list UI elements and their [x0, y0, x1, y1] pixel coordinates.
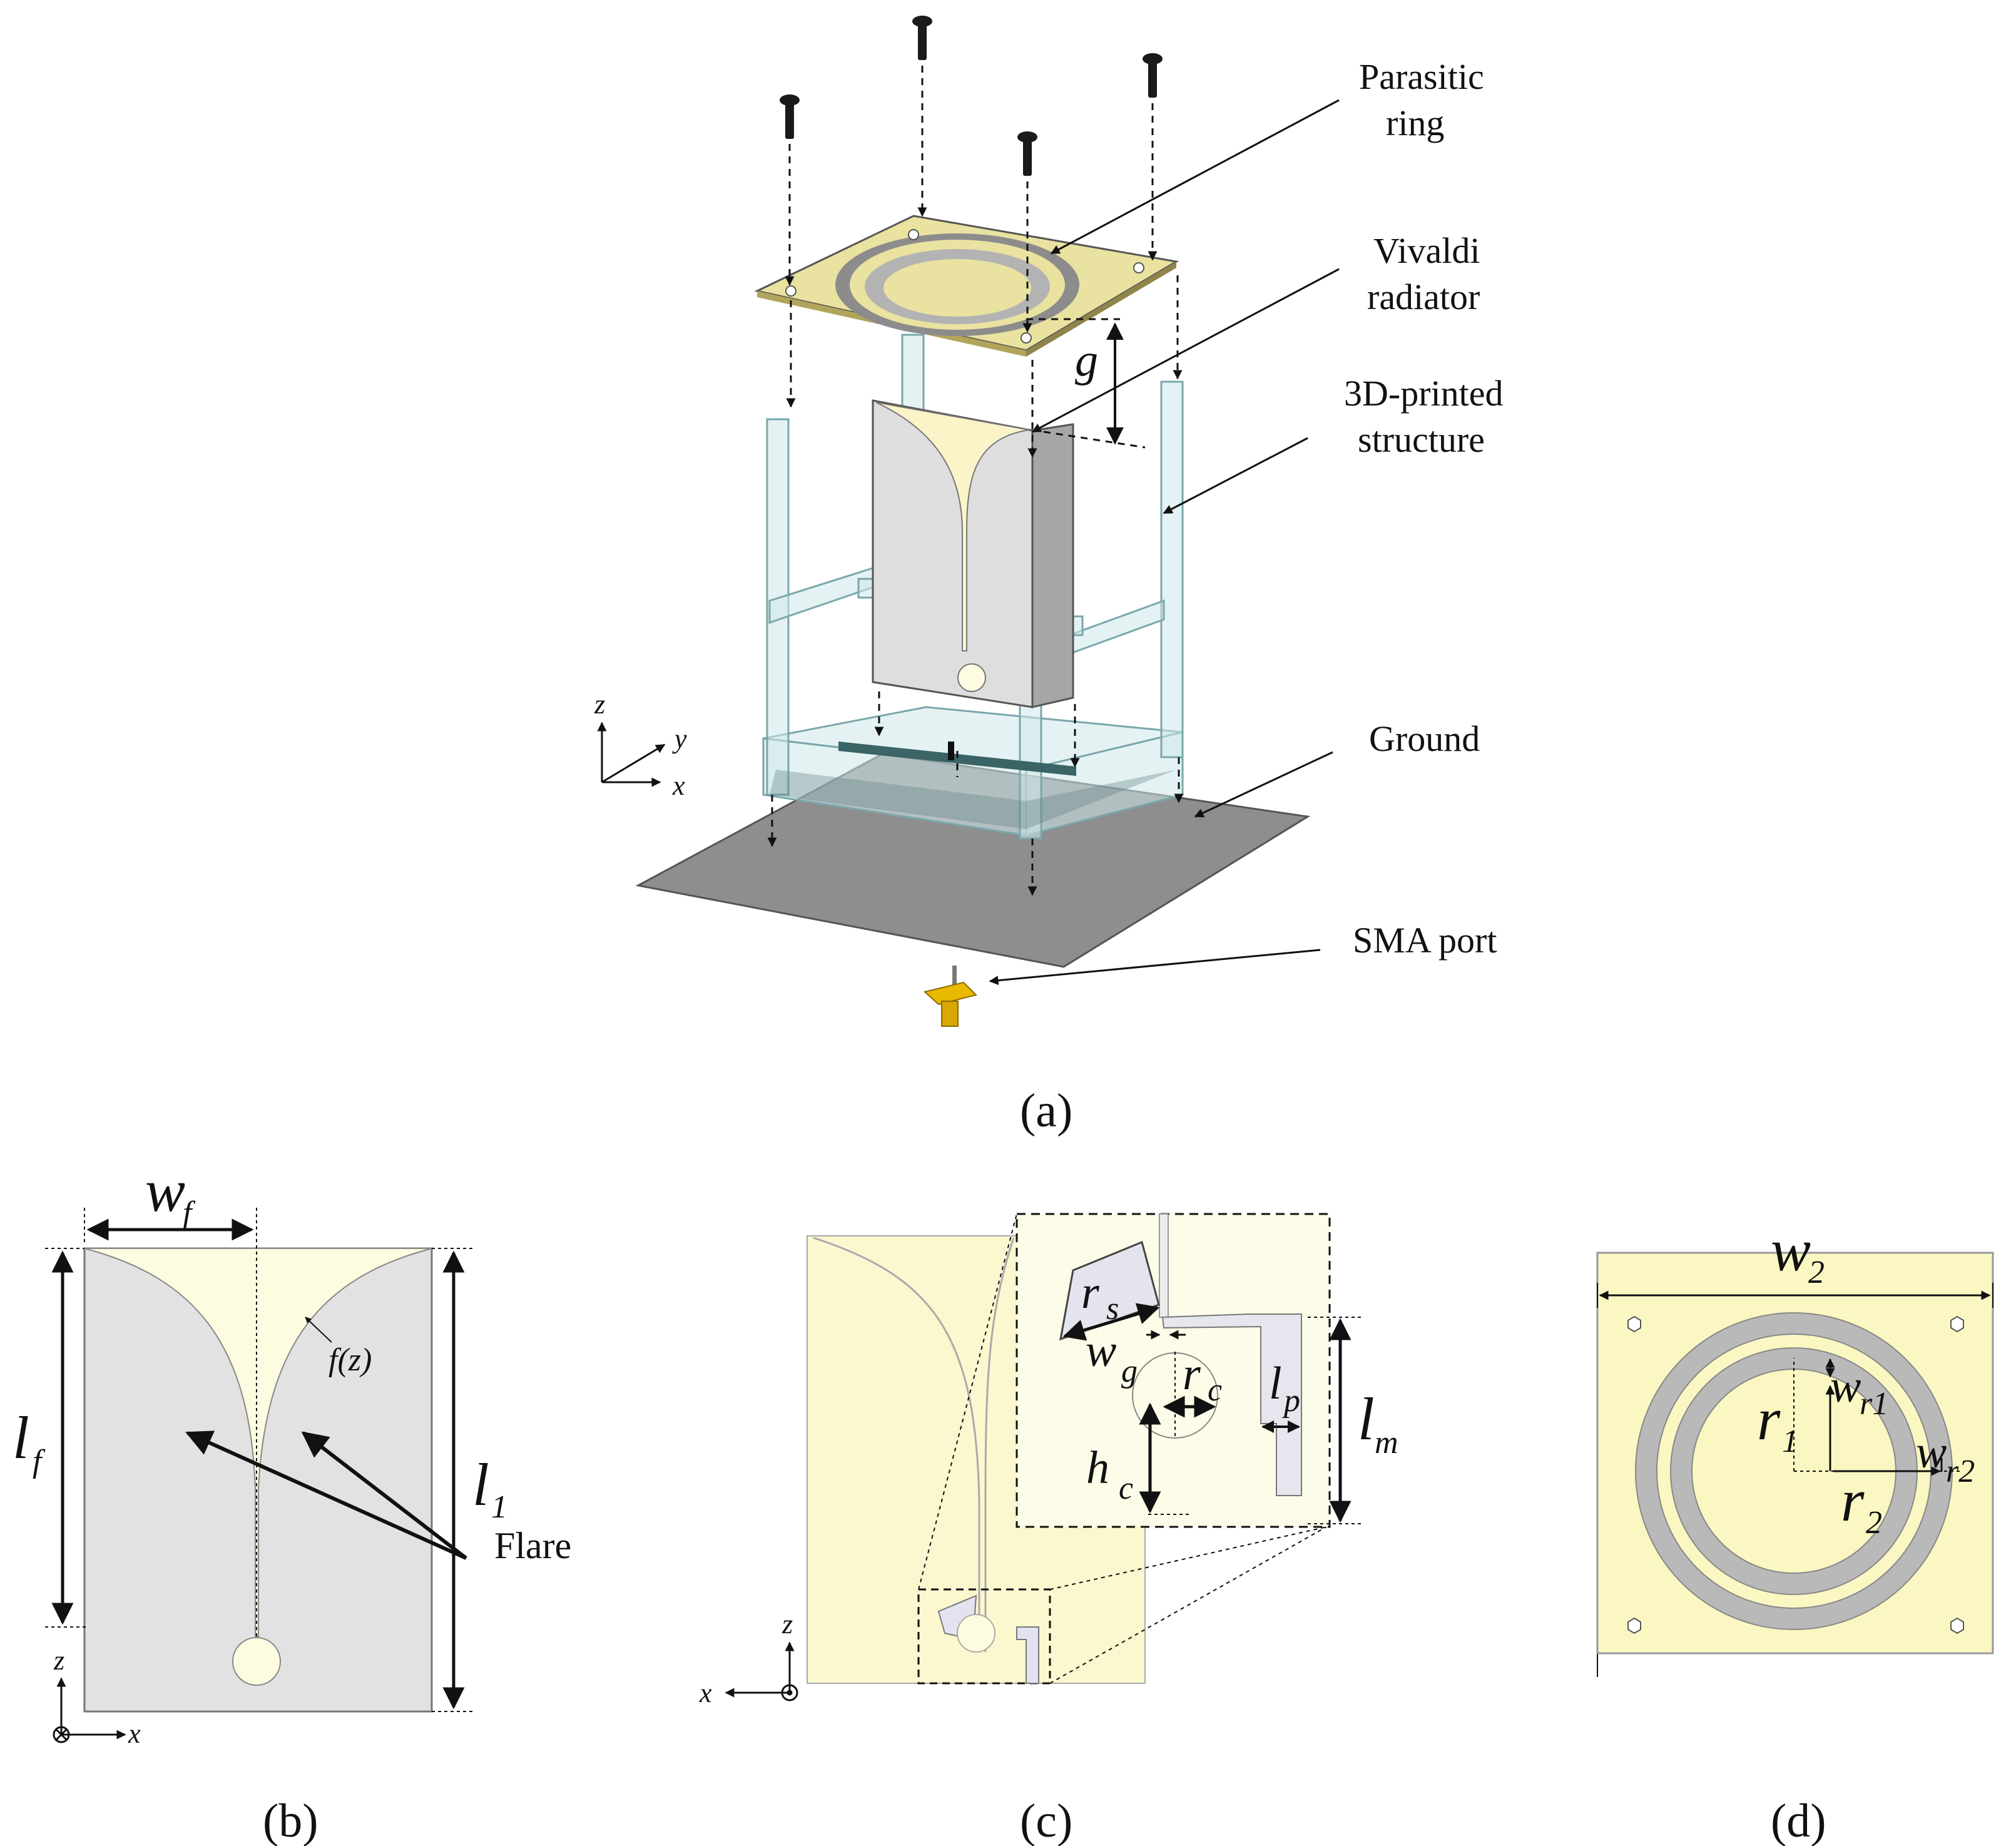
- assembly-guides: [767, 66, 1184, 896]
- flare-arrow-left: [185, 1430, 467, 1560]
- callout-vivaldi-2: radiator: [1367, 277, 1480, 317]
- callout-structure-1: 3D-printed: [1344, 373, 1504, 414]
- label-l1-sub: 1: [491, 1489, 507, 1525]
- panel-d: w 2 w r1 r 1 w r2 r 2 (d): [1596, 1216, 1994, 1846]
- callout-parasitic-ring-2: ring: [1386, 103, 1444, 143]
- callout-structure-2: structure: [1358, 419, 1485, 460]
- parasitic-plate: [754, 215, 1179, 357]
- label-fz: f(z): [328, 1342, 372, 1378]
- axis-z-label: z: [594, 689, 605, 720]
- label-r2: r: [1841, 1467, 1865, 1534]
- axis-b-z: z: [53, 1645, 64, 1676]
- label-wr1: w: [1830, 1361, 1861, 1412]
- label-lf-sub: f: [33, 1444, 46, 1479]
- sma-port: [923, 966, 977, 1027]
- axis-c-z: z: [781, 1609, 793, 1639]
- axis-triad-c: [725, 1641, 798, 1701]
- mount-holes: [1627, 1315, 1964, 1634]
- microstrip: [1161, 1313, 1302, 1496]
- label-w2-sub: 2: [1808, 1255, 1825, 1290]
- label-lf: l: [13, 1404, 29, 1471]
- panel-b: w f l f l 1 f(z) Flare z x (b): [13, 1157, 571, 1846]
- gap-label: g: [1075, 335, 1098, 386]
- panel-a: g Parasitic ring Vivaldi radiator 3D-pri…: [594, 16, 1504, 1137]
- vivaldi-board: [872, 399, 1074, 708]
- zoom-box-small: [917, 1588, 1051, 1685]
- label-l1: l: [472, 1451, 489, 1518]
- axis-triad-b: [53, 1677, 126, 1743]
- screws: [780, 16, 1163, 176]
- base-shadow: [770, 770, 1176, 829]
- callout-parasitic-ring-1: Parasitic: [1359, 56, 1484, 97]
- label-rc: r: [1183, 1349, 1201, 1400]
- label-wr2: w: [1916, 1427, 1947, 1478]
- label-hc: h: [1086, 1442, 1109, 1494]
- label-lp: l: [1269, 1358, 1282, 1409]
- label-lm: l: [1358, 1385, 1375, 1452]
- label-w2: w: [1771, 1216, 1811, 1283]
- flare-arrow-right: [301, 1431, 467, 1560]
- label-wr2-sub: r2: [1946, 1454, 1975, 1489]
- axis-y-label: y: [672, 723, 687, 754]
- label-rs: r: [1081, 1267, 1100, 1318]
- axis-triad-a: [597, 722, 666, 787]
- label-wg-sub: g: [1121, 1354, 1138, 1389]
- label-wf-sub: f: [183, 1195, 196, 1231]
- caption-d: (d): [1771, 1795, 1826, 1846]
- label-wf: w: [145, 1157, 185, 1224]
- label-r2-sub: 2: [1866, 1505, 1882, 1541]
- feed-cavity: [232, 1637, 281, 1686]
- feed-slot: [838, 742, 1076, 776]
- caption-a: (a): [1020, 1084, 1072, 1137]
- caption-b: (b): [263, 1795, 318, 1846]
- callout-sma-port: SMA port: [1353, 920, 1497, 961]
- label-wr1-sub: r1: [1860, 1386, 1888, 1422]
- axis-c-x: x: [699, 1678, 712, 1708]
- vivaldi-flare: [84, 1248, 432, 1637]
- label-flare: Flare: [494, 1525, 571, 1566]
- label-rs-sub: s: [1106, 1291, 1119, 1327]
- slot-outline: [813, 1237, 1015, 1652]
- dim-rs: [1062, 1303, 1160, 1341]
- callout-ground: Ground: [1369, 718, 1480, 759]
- label-r1: r: [1757, 1385, 1781, 1452]
- fz-pointer: [305, 1317, 332, 1343]
- label-r1-sub: 1: [1782, 1424, 1798, 1459]
- caption-c: (c): [1020, 1795, 1072, 1846]
- label-hc-sub: c: [1119, 1471, 1133, 1506]
- label-rc-sub: c: [1208, 1372, 1222, 1408]
- callout-arrows: [989, 99, 1340, 986]
- axis-b-x: x: [128, 1718, 141, 1749]
- callout-vivaldi-1: Vivaldi: [1373, 230, 1480, 271]
- label-lm-sub: m: [1375, 1425, 1398, 1461]
- axis-x-label: x: [672, 770, 685, 801]
- label-lp-sub: p: [1281, 1383, 1300, 1419]
- label-wg: w: [1086, 1325, 1116, 1377]
- panel-c: r s w g r c h c l p l m z x (c): [699, 1213, 1398, 1846]
